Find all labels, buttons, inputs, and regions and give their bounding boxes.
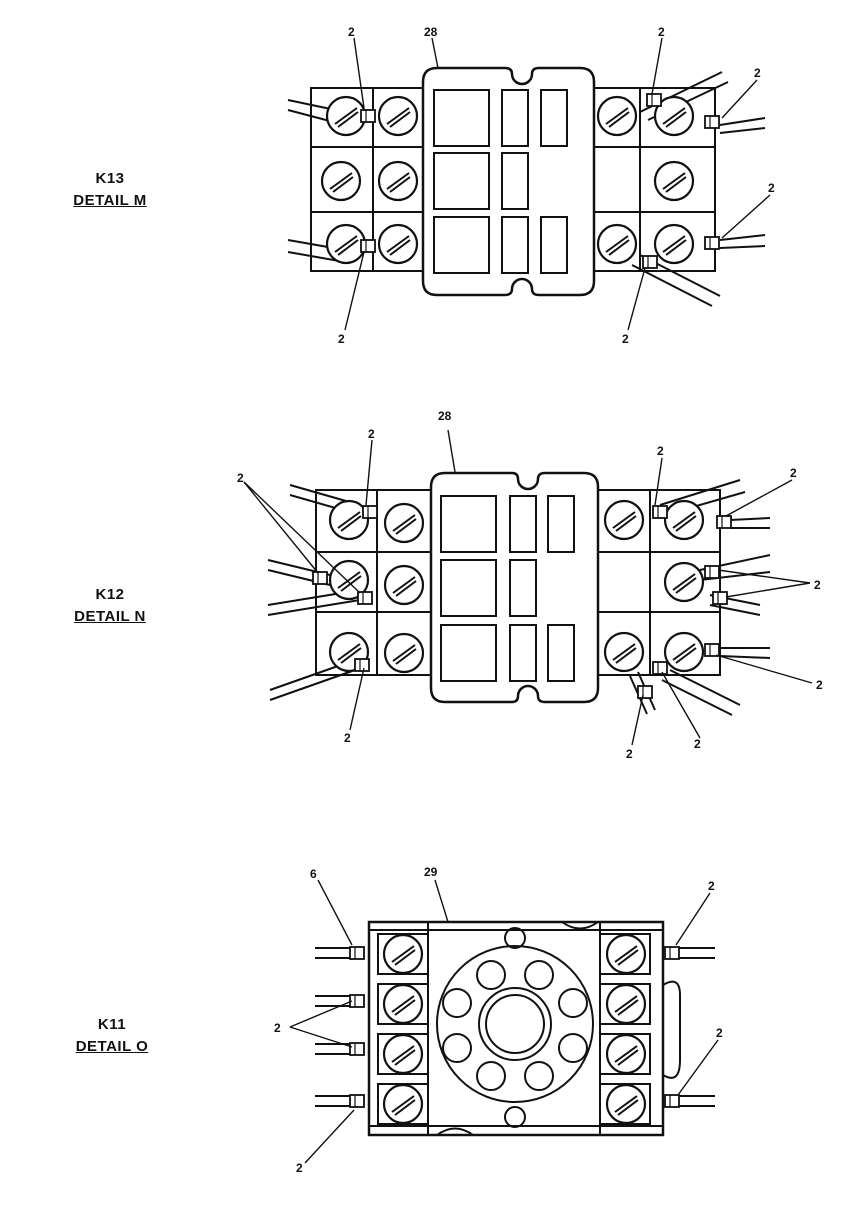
detail-o-name: DETAIL O: [75, 1038, 149, 1055]
detail-n-callout-bottom-right-outer: 2: [816, 678, 823, 692]
detail-m-leaders: [344, 37, 771, 331]
detail-n-callout-top-right-inner: 2: [657, 444, 664, 458]
detail-m-relay: K13: [95, 170, 125, 187]
detail-o-leaders: [289, 879, 719, 1164]
detail-m-drawing: [287, 66, 766, 307]
detail-n-callout-left-group: 2: [237, 471, 244, 485]
detail-o-relay: K11: [97, 1016, 127, 1033]
detail-m-name: DETAIL M: [73, 192, 147, 209]
detail-m-callout-top-left: 2: [348, 25, 355, 39]
detail-n-callout-right-group: 2: [814, 578, 821, 592]
detail-o-callout-cover: 29: [424, 865, 438, 879]
detail-o-callout-top-right: 2: [708, 879, 715, 893]
detail-m-callout-cover: 28: [424, 25, 438, 39]
detail-m-callout-top-right-inner: 2: [658, 25, 665, 39]
detail-m-callout-mid-right: 2: [768, 181, 775, 195]
detail-o-callout-mid-right: 2: [716, 1026, 723, 1040]
detail-n-callout-bottom-center-b: 2: [694, 737, 701, 751]
detail-o-screws: [349, 933, 680, 1125]
detail-o-callout-left-group: 2: [274, 1021, 281, 1035]
detail-m-label: K13 DETAIL M: [60, 168, 160, 212]
detail-n-drawing: [267, 471, 771, 716]
detail-n-callout-bottom-center-a: 2: [626, 747, 633, 761]
detail-o-callout-bottom-left: 2: [296, 1161, 303, 1175]
detail-n-leaders: [243, 429, 813, 746]
detail-m-callout-bottom-right: 2: [622, 332, 629, 346]
detail-n-callout-bottom-left: 2: [344, 731, 351, 745]
detail-n-label: K12 DETAIL N: [60, 584, 160, 628]
detail-m-callout-top-right-outer: 2: [754, 66, 761, 80]
detail-o-label: K11 DETAIL O: [62, 1014, 162, 1058]
detail-n-callout-top-left: 2: [368, 427, 375, 441]
detail-o-drawing: [315, 920, 715, 1137]
detail-n-callout-cover: 28: [438, 409, 452, 423]
detail-n-name: DETAIL N: [74, 608, 146, 625]
detail-n-relay: K12: [95, 586, 125, 603]
detail-m-callout-bottom-left: 2: [338, 332, 345, 346]
detail-n-callout-top-right-outer: 2: [790, 466, 797, 480]
detail-o-callout-top-left: 6: [310, 867, 317, 881]
